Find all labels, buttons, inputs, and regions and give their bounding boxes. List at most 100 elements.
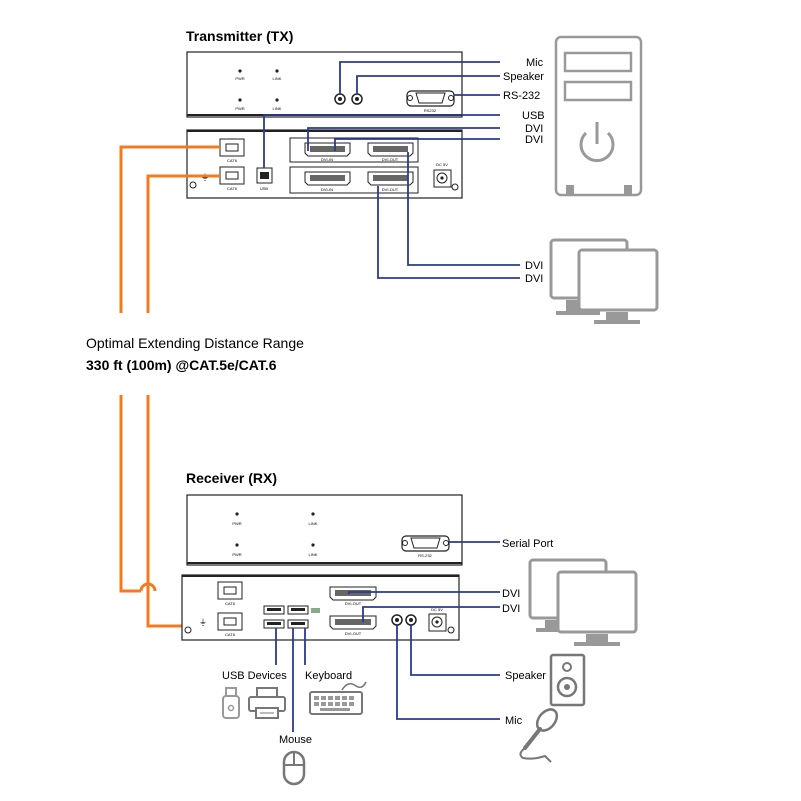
- rx-dc-jack: DC 5V: [428, 607, 447, 632]
- rx-callout-speaker: Speaker: [505, 670, 546, 682]
- rx-cat6-port-2: CAT6: [217, 612, 243, 637]
- tx-callout-rs232: RS-232: [503, 90, 540, 102]
- speaker-icon: [549, 653, 586, 707]
- rx-front-panel: PWR LINK PWR LINK RS-232: [186, 494, 463, 566]
- cat6-cable-1-tx: [119, 145, 220, 313]
- rx-cat6-port-1: CAT6: [217, 581, 243, 606]
- rx-speaker-jack: [405, 614, 417, 626]
- rx-callout-dvi-2: DVI: [502, 603, 520, 615]
- tx-callout-usb: USB: [522, 110, 545, 122]
- tx-rs232-port: RS232: [406, 90, 455, 113]
- rx-mic-jack: [391, 614, 403, 626]
- tx-callout-speaker: Speaker: [503, 71, 544, 83]
- tx-ground-screw: [189, 181, 197, 189]
- tx-link-led: [275, 69, 279, 73]
- tx-dvi-in-label-2: DVI-IN: [321, 187, 333, 192]
- tx-callout-mic: Mic: [526, 57, 544, 69]
- rx-dvi-out-2: DVI-OUT: [329, 615, 377, 636]
- rx-blue-cables: [275, 541, 500, 732]
- rx-dvi-out-1: DVI-OUT: [329, 586, 377, 606]
- rx-callout-usb-devices: USB Devices: [222, 670, 287, 682]
- rx-dvi-cable-2: [362, 606, 500, 622]
- printer-icon: [248, 687, 286, 719]
- rx-link-label-2: LINK: [309, 552, 318, 557]
- microphone-icon: [519, 708, 559, 763]
- rx-dvi-out-label-1: DVI-OUT: [345, 601, 362, 606]
- rx-pwr-label-1: PWR: [232, 521, 241, 526]
- usb-drive-icon: [222, 687, 240, 719]
- rx-callout-dvi-1: DVI: [502, 588, 520, 600]
- rx-callout-mic: Mic: [505, 715, 523, 727]
- rx-dvi-out-label-2: DVI-OUT: [345, 631, 362, 636]
- tx-dvi-in-2: DVI-IN: [304, 171, 351, 192]
- rx-speaker-cable: [410, 625, 500, 676]
- rx-rs232-label: RS-232: [418, 553, 432, 558]
- tx-dvi-out-2: DVI-OUT: [367, 171, 414, 192]
- tx-dvi-in-1: DVI-IN: [304, 142, 351, 162]
- rx-pwr-led: [235, 512, 239, 516]
- tx-title: Transmitter (TX): [186, 28, 293, 44]
- rx-usb-ports: [263, 605, 320, 629]
- rx-dvi-cable-1: [348, 591, 500, 594]
- range-line-1: Optimal Extending Distance Range: [86, 335, 304, 351]
- tx-speaker-jack: [351, 93, 363, 105]
- rx-rear-screw: [447, 626, 455, 634]
- tx-dvi-out-1: DVI-OUT: [367, 142, 414, 162]
- rx-callout-mouse: Mouse: [279, 734, 312, 746]
- tx-dvi-cable-1: [307, 127, 500, 151]
- tx-callout-dvi-1: DVI: [525, 123, 543, 135]
- rx-callout-serial-port: Serial Port: [502, 538, 553, 550]
- rx-cat6-label-1: CAT6: [225, 601, 236, 606]
- tx-link-label-1: LINK: [273, 76, 282, 81]
- tx-rear-panel: CAT6 CAT6 ⏚ USB DVI-IN DVI-OUT: [186, 129, 463, 199]
- rx-callout-keyboard: Keyboard: [305, 670, 352, 682]
- tx-mic-jack: [334, 93, 346, 105]
- tx-dc-label: DC 5V: [436, 162, 448, 167]
- rx-dc-label: DC 5V: [431, 607, 443, 612]
- tx-usb-cable: [263, 114, 500, 168]
- tx-callout-dvi-2: DVI: [525, 134, 543, 146]
- rx-link-led: [311, 512, 315, 516]
- tx-dvi-monitor-cable-1: [407, 152, 520, 266]
- rx-mic-cable: [396, 625, 500, 720]
- rx-link-label-1: LINK: [309, 521, 318, 526]
- tx-pwr-led-2: [238, 98, 242, 102]
- tx-usb-port: USB: [256, 167, 273, 191]
- tx-pwr-led: [238, 69, 242, 73]
- tx-pwr-label-2: PWR: [235, 106, 244, 111]
- rx-pwr-led-2: [235, 543, 239, 547]
- tx-dvi-out-label-2: DVI-OUT: [382, 187, 399, 192]
- rx-cat6-label-2: CAT6: [225, 632, 236, 637]
- tx-dvi-out-label-1: DVI-OUT: [382, 157, 399, 162]
- range-line-2: 330 ft (100m) @CAT.5e/CAT.6: [86, 357, 277, 373]
- tx-monitors-icon: [549, 238, 659, 324]
- tx-rear-screw: [451, 183, 459, 191]
- cat6-cable-2-tx: [146, 174, 220, 313]
- tx-cat6-port-1: CAT6: [219, 138, 245, 163]
- rx-rs232-port: RS-232: [401, 535, 450, 558]
- tx-dvi-cable-2: [334, 138, 500, 151]
- tx-dc-jack: DC 5V: [433, 162, 452, 188]
- rx-ground-icon: ⏚: [199, 618, 207, 627]
- tx-mic-cable: [339, 61, 500, 94]
- tx-cat6-label-2: CAT6: [227, 186, 238, 191]
- tx-rs232-label: RS232: [424, 108, 437, 113]
- tx-speaker-cable: [356, 75, 500, 94]
- pc-tower-icon: [554, 35, 643, 197]
- cat6-cable-1-rx: [119, 395, 141, 593]
- rx-monitors-icon: [528, 558, 638, 646]
- tx-callout-monitor-dvi-2: DVI: [525, 273, 543, 285]
- mouse-icon: [282, 750, 306, 786]
- tx-pwr-label-1: PWR: [235, 76, 244, 81]
- tx-link-label-2: LINK: [273, 106, 282, 111]
- tx-dvi-monitor-cable-2: [377, 186, 520, 279]
- tx-usb-label: USB: [260, 186, 269, 191]
- rx-rear-panel: CAT6 CAT6 ⏚ DVI-OUT: [181, 574, 460, 641]
- rx-link-led-2: [311, 543, 315, 547]
- rx-pwr-label-2: PWR: [232, 552, 241, 557]
- tx-cat6-label-1: CAT6: [227, 158, 238, 163]
- rx-ground-screw: [184, 626, 192, 634]
- tx-callout-monitor-dvi-1: DVI: [525, 260, 543, 272]
- keyboard-icon: [309, 681, 367, 715]
